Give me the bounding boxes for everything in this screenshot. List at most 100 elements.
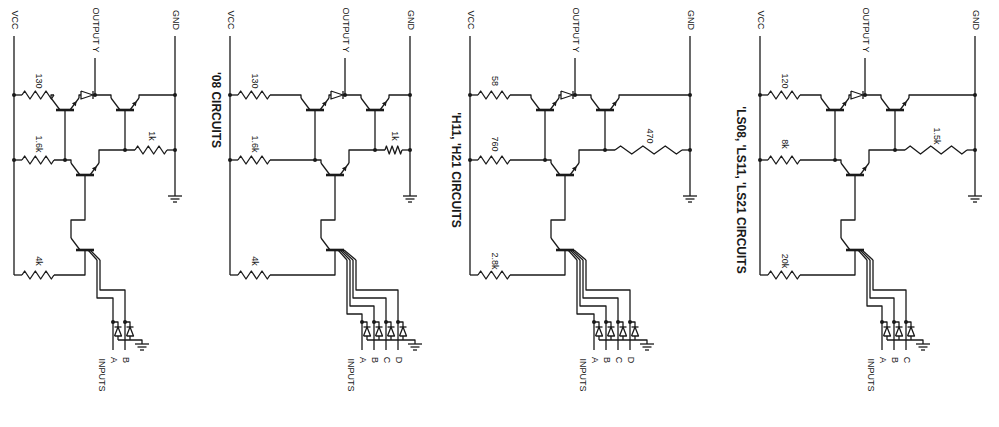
circuit-wire xyxy=(550,98,559,110)
circuit-wire xyxy=(919,346,928,347)
circuit-wire xyxy=(968,195,982,196)
junction-dot xyxy=(543,158,547,162)
circuit-title: '08 CIRCUITS xyxy=(208,71,221,149)
transistor-base xyxy=(116,109,134,112)
junction-dot xyxy=(63,158,67,162)
circuit-wire xyxy=(851,91,863,99)
circuit-wire xyxy=(374,110,375,124)
circuit-wire xyxy=(632,327,639,336)
junction-dot xyxy=(468,158,472,162)
circuit-wire xyxy=(683,195,697,196)
circuit-wire xyxy=(71,163,80,175)
supply-label: VCC xyxy=(9,9,19,30)
transistor-base xyxy=(366,109,384,112)
circuit-wire xyxy=(865,95,881,98)
circuit-wire xyxy=(599,340,647,344)
circuit-wire xyxy=(344,58,345,95)
circuit-wire xyxy=(367,340,415,344)
circuit-wire xyxy=(71,189,85,238)
circuit-wire xyxy=(974,36,975,196)
circuit-wire xyxy=(834,124,835,160)
circuit-wire xyxy=(575,95,591,98)
circuit-wire xyxy=(138,346,147,347)
circuit-wire xyxy=(580,260,606,350)
circuit-wire xyxy=(821,98,830,110)
circuit-wire xyxy=(22,91,54,99)
transistor-base xyxy=(596,109,614,112)
emitter-arrow xyxy=(72,101,77,106)
supply-label: VCC xyxy=(225,9,235,30)
emitter-arrow xyxy=(322,101,327,106)
input-pin: C xyxy=(613,356,623,365)
circuit-wire xyxy=(408,201,412,202)
junction-dot xyxy=(313,158,317,162)
circuit-wire xyxy=(854,250,855,264)
circuit-wire xyxy=(610,98,619,110)
circuit-wire xyxy=(411,346,420,347)
resistor-value: 1k xyxy=(146,130,156,142)
junction-dot xyxy=(12,158,16,162)
circuit-wire xyxy=(760,274,768,275)
circuit-wire xyxy=(81,91,93,99)
circuit-wire xyxy=(873,260,906,350)
circuit-wire xyxy=(860,250,870,260)
circuit-wire xyxy=(551,163,560,175)
circuit-wire xyxy=(270,95,301,98)
junction-dot xyxy=(343,93,347,97)
circuit-wire xyxy=(971,198,980,199)
input-pin: C xyxy=(381,356,391,365)
circuit-wire xyxy=(353,260,386,350)
circuit-wire xyxy=(238,271,270,279)
transistor-base xyxy=(56,109,74,112)
junction-dot xyxy=(93,93,97,97)
circuit-wire xyxy=(634,325,635,327)
junction-dot xyxy=(880,320,884,324)
transistor-base xyxy=(536,109,554,112)
ground-label: GND xyxy=(405,9,415,31)
circuit-wire xyxy=(610,325,611,327)
input-pin: A xyxy=(108,356,118,364)
circuit-wire xyxy=(54,264,85,275)
junction-dot xyxy=(123,148,127,152)
circuit-wire xyxy=(510,264,565,275)
circuit-wire xyxy=(640,343,654,344)
circuit-wire xyxy=(854,175,855,189)
ground-label: GND xyxy=(970,9,980,31)
circuit-wire xyxy=(124,110,125,124)
emitter-arrow xyxy=(552,101,557,106)
input-pin: A xyxy=(877,356,887,364)
circuit-wire xyxy=(389,95,410,98)
resistor-value: 20k xyxy=(779,253,789,270)
circuit-wire xyxy=(349,150,385,163)
circuit-wire xyxy=(561,91,573,99)
input-pin: A xyxy=(589,356,599,364)
circuit-wire xyxy=(347,260,362,350)
circuit-wire xyxy=(620,327,627,336)
circuit-wire xyxy=(596,327,603,336)
junction-dot xyxy=(372,320,376,324)
resistor-value: 2.8k xyxy=(489,251,499,270)
circuit-wire xyxy=(841,163,850,175)
resistor-value: 58 xyxy=(489,75,499,87)
circuit-wire xyxy=(470,274,478,275)
circuit-wire xyxy=(908,327,915,336)
circuit-wire xyxy=(301,98,310,110)
junction-dot xyxy=(592,320,596,324)
circuit-wire xyxy=(366,325,367,327)
circuit-wire xyxy=(94,58,95,95)
circuit-wire xyxy=(531,98,540,110)
junction-dot xyxy=(688,93,692,97)
circuit-wire xyxy=(100,260,125,350)
circuit-wire xyxy=(345,95,361,98)
circuit-wire xyxy=(884,327,891,336)
transistor-base xyxy=(886,109,904,112)
transistor-base xyxy=(306,109,324,112)
circuit-wire xyxy=(586,260,630,350)
circuit-wire xyxy=(574,58,575,95)
circuit-wire xyxy=(117,325,118,327)
emitter-arrow xyxy=(902,101,907,106)
junction-dot xyxy=(396,320,400,324)
circuit-wire xyxy=(238,156,270,164)
emitter-arrow xyxy=(132,101,137,106)
